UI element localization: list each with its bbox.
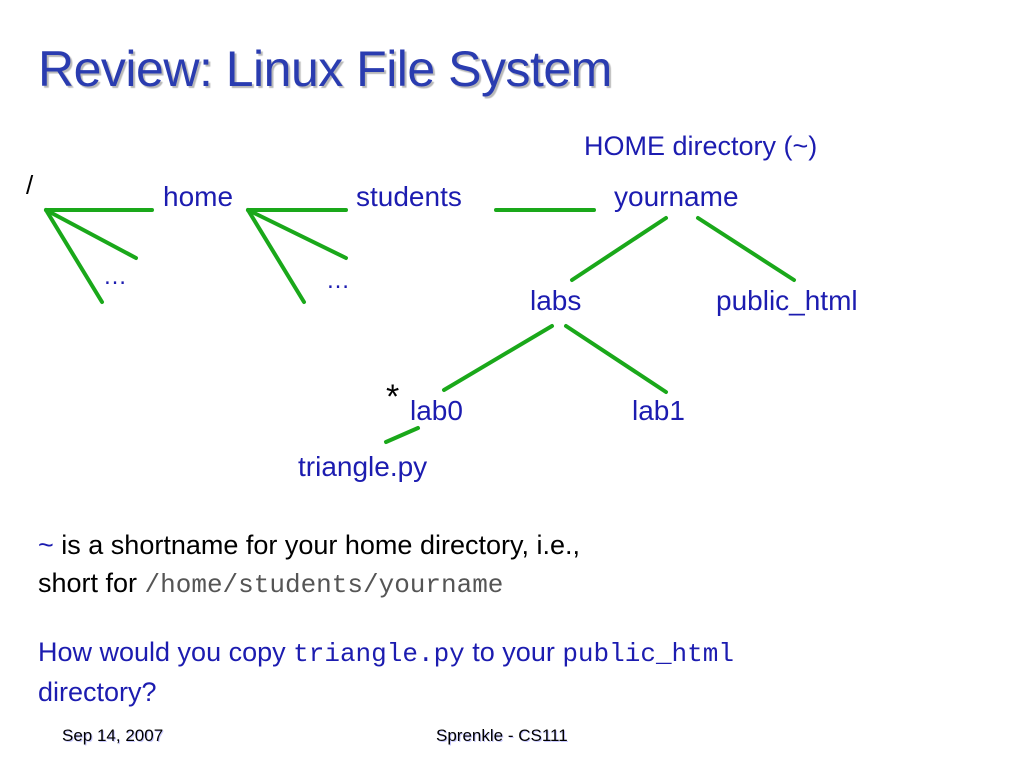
node-home: home bbox=[163, 181, 234, 212]
question-code-public-html: public_html bbox=[562, 639, 734, 669]
edge-home-ellipsis-b bbox=[246, 208, 306, 304]
edge-root-ellipsis-b bbox=[44, 208, 104, 304]
node-ellipsis-home: … bbox=[326, 267, 350, 294]
edge-yourname-public bbox=[696, 216, 796, 282]
node-lab1: lab1 bbox=[632, 395, 685, 426]
footer-date: Sep 14, 2007 bbox=[62, 726, 164, 745]
edge-root-ellipsis-a bbox=[44, 208, 138, 260]
node-labs: labs bbox=[530, 285, 582, 316]
question-part1: How would you copy bbox=[38, 637, 294, 667]
question-code-triangle: triangle.py bbox=[293, 639, 465, 669]
edge-labs-lab0 bbox=[442, 324, 554, 392]
home-directory-label: HOME directory (~) bbox=[584, 131, 818, 161]
edge-labs-lab1 bbox=[564, 324, 668, 394]
edge-home-ellipsis-a bbox=[246, 208, 348, 260]
node-yourname: yourname bbox=[614, 181, 739, 212]
footer-author: Sprenkle - CS111 bbox=[436, 726, 568, 745]
slide-title: Review: Linux File System bbox=[38, 41, 612, 97]
tilde-explanation: ~ is a shortname for your home directory… bbox=[38, 526, 580, 604]
home-path-code: /home/students/yourname bbox=[144, 570, 504, 600]
node-public-html: public_html bbox=[716, 285, 858, 316]
node-root: / bbox=[26, 170, 34, 200]
edge-yourname-labs bbox=[570, 216, 668, 282]
edge-lab0-triangle bbox=[384, 426, 420, 444]
question-part3: directory? bbox=[38, 677, 157, 707]
tilde-symbol: ~ bbox=[38, 530, 54, 560]
question-part2: to your bbox=[464, 637, 563, 667]
node-triangle-py: triangle.py bbox=[298, 451, 428, 482]
node-students: students bbox=[356, 181, 462, 212]
asterisk-marker: * bbox=[386, 378, 400, 416]
tilde-text: is a shortname for your home directory, … bbox=[53, 530, 580, 560]
node-lab0: lab0 bbox=[410, 395, 463, 426]
copy-question: How would you copy triangle.py to your p… bbox=[38, 633, 734, 711]
node-ellipsis-root: … bbox=[103, 263, 127, 290]
short-for-text: short for bbox=[38, 568, 145, 598]
